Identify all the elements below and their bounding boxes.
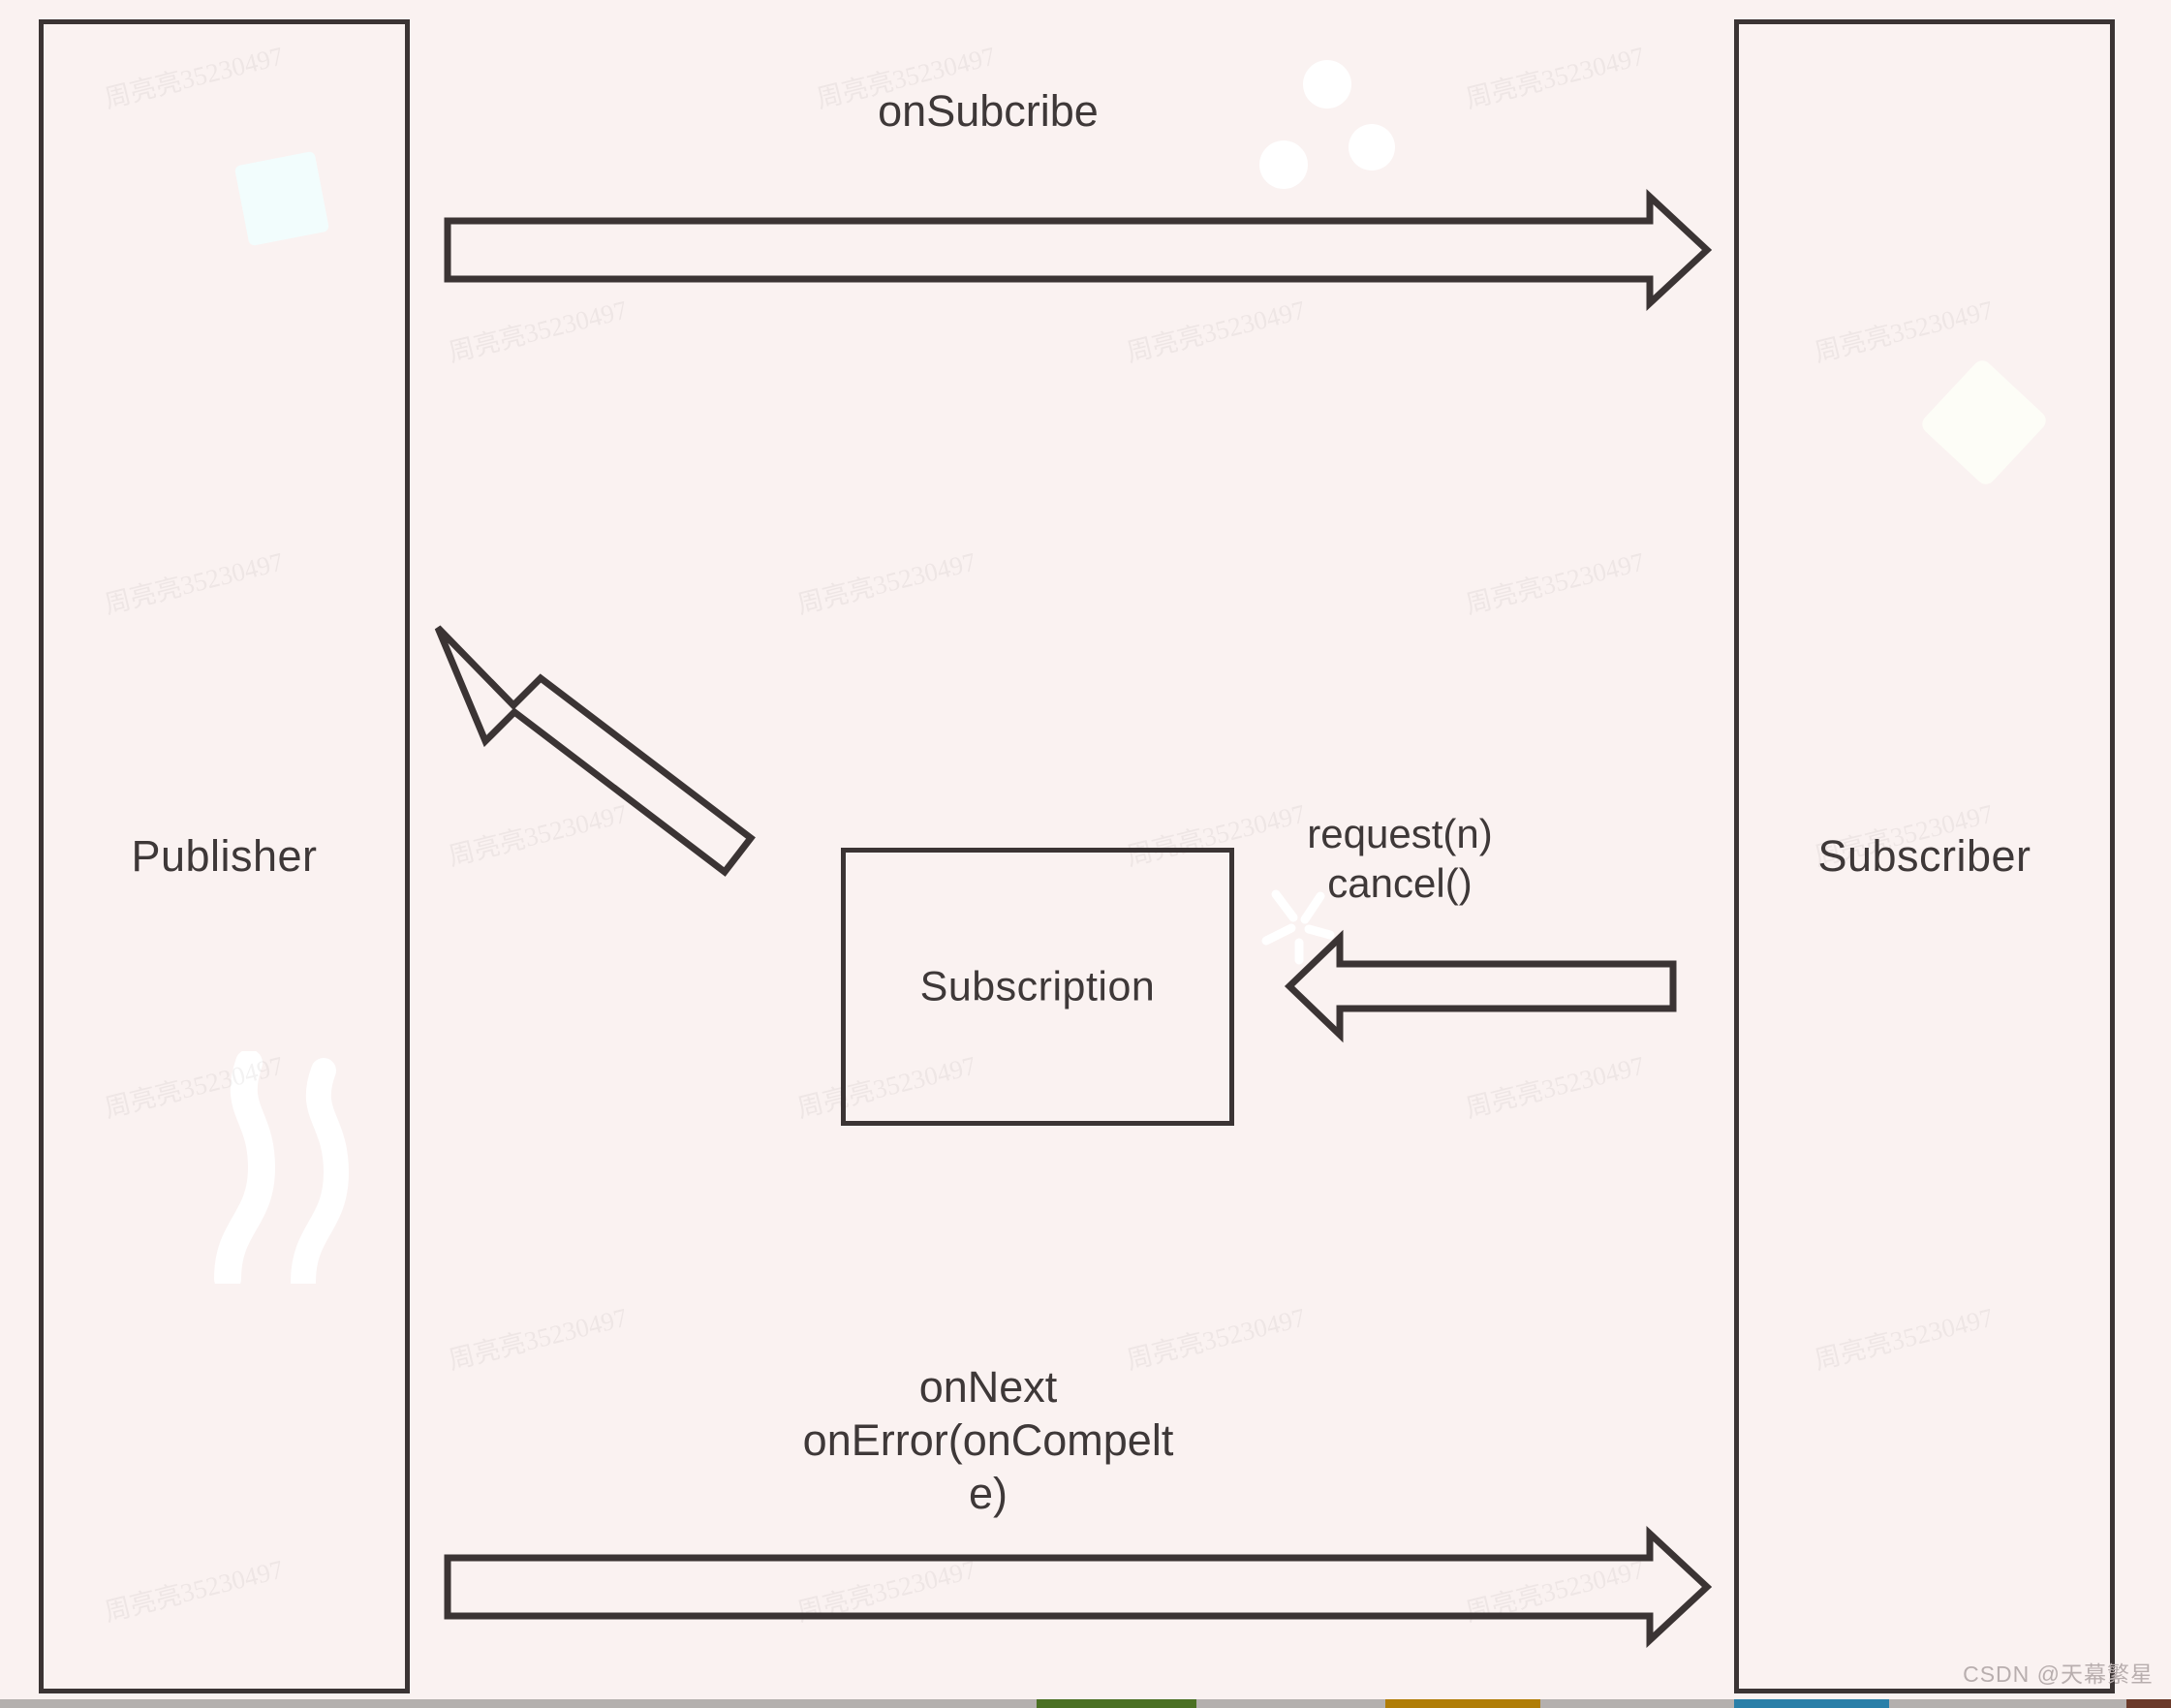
onnext-arrow[interactable] bbox=[444, 1525, 1713, 1649]
subscriber-lifeline-box[interactable]: Subscriber bbox=[1734, 19, 2115, 1693]
request-cancel-label: request(n) cancel() bbox=[1307, 811, 1493, 907]
taskbar-strip[interactable] bbox=[0, 1699, 2171, 1708]
taskbar-segment[interactable] bbox=[2126, 1699, 2171, 1708]
subscriber-label: Subscriber bbox=[1817, 831, 2031, 881]
publisher-label: Publisher bbox=[131, 831, 318, 881]
taskbar-segment[interactable] bbox=[1734, 1699, 1889, 1708]
onsubscribe-arrow[interactable] bbox=[444, 188, 1713, 312]
request-cancel-arrow[interactable] bbox=[1284, 929, 1677, 1043]
taskbar-segment[interactable] bbox=[1037, 1699, 1196, 1708]
subscription-return-arrow[interactable] bbox=[434, 625, 756, 877]
csdn-credit-watermark: CSDN @天幕繁星 bbox=[1963, 1661, 2154, 1687]
onnext-label: onNext onError(onCompelt e) bbox=[802, 1362, 1174, 1518]
publisher-lifeline-box[interactable]: Publisher bbox=[39, 19, 410, 1693]
subscription-node-box[interactable]: Subscription bbox=[841, 848, 1234, 1126]
taskbar-segment[interactable] bbox=[1385, 1699, 1540, 1708]
onsubscribe-label: onSubcribe bbox=[878, 86, 1099, 136]
subscription-label: Subscription bbox=[919, 963, 1156, 1009]
